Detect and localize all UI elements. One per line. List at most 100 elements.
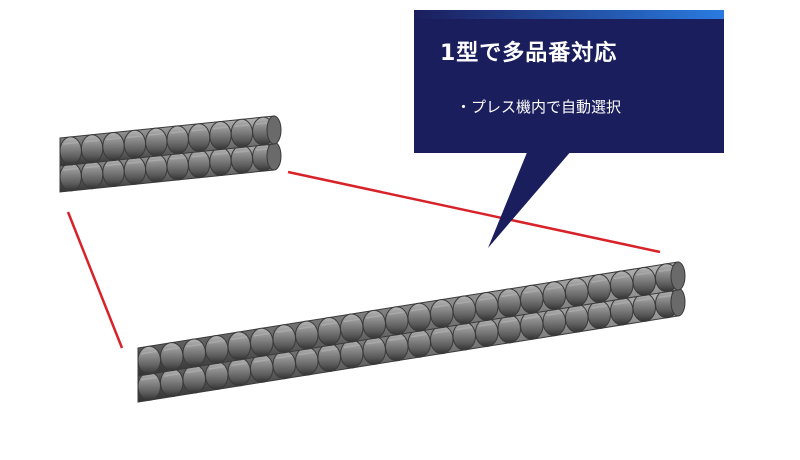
part-segment-highlight — [591, 278, 608, 283]
part-segment-highlight — [501, 293, 518, 298]
part-segment — [475, 291, 499, 321]
part-segment — [565, 277, 589, 307]
part-segment-highlight — [231, 362, 248, 367]
part-segment-highlight — [366, 314, 383, 319]
part-segment-highlight — [388, 311, 405, 316]
callout-pointer — [488, 150, 572, 248]
part-segment — [407, 302, 431, 332]
part-segment — [209, 121, 232, 150]
callout-bullet-item: ・プレス機内で自動選択 — [456, 98, 622, 116]
part-segment-highlight — [148, 132, 164, 136]
part-segment-highlight — [127, 135, 143, 139]
part-segment — [166, 125, 189, 155]
part-segment-highlight — [546, 312, 563, 317]
part-segment-highlight — [456, 300, 473, 305]
part-segment — [209, 147, 232, 176]
part-segment-highlight — [105, 137, 122, 141]
part-segment — [166, 151, 189, 181]
part-segment — [565, 303, 589, 333]
callout-title: 1型で多品番対応 — [440, 41, 618, 66]
part-segment — [250, 327, 274, 357]
part-segment — [59, 162, 82, 192]
part-end-cap — [670, 287, 686, 317]
connector-lines — [66, 170, 661, 349]
part-segment-highlight — [298, 325, 315, 330]
part-segment-highlight — [163, 372, 180, 377]
part-segment-highlight — [127, 161, 143, 165]
part-segment-highlight — [234, 150, 250, 154]
part-segment-highlight — [253, 332, 270, 337]
part-segment-highlight — [343, 318, 360, 323]
part-segment-highlight — [523, 315, 540, 320]
part-segment — [145, 127, 168, 157]
part-segment — [182, 364, 206, 394]
part-segment — [227, 331, 251, 361]
part-segment — [80, 160, 104, 190]
part-segment-highlight — [148, 158, 164, 162]
part-segment — [160, 342, 184, 372]
part-segment — [542, 281, 566, 311]
part-segment-highlight — [84, 165, 100, 169]
part-segment-highlight — [231, 336, 248, 341]
part-segment-highlight — [366, 340, 383, 345]
part-segment — [340, 313, 364, 343]
part-segment — [452, 295, 476, 325]
part-segment — [187, 123, 211, 153]
part-segment-highlight — [63, 167, 79, 171]
part-segment — [230, 118, 254, 148]
part-segment — [610, 270, 634, 300]
part-segment-highlight — [276, 329, 293, 334]
part-segment — [430, 299, 454, 329]
part-segment — [385, 306, 409, 336]
part-segment-highlight — [208, 365, 225, 370]
part-segment-highlight — [523, 289, 540, 294]
part-segment-highlight — [568, 308, 585, 313]
part-segment-highlight — [63, 141, 79, 145]
part-segment — [272, 324, 296, 354]
callout-background — [414, 10, 724, 153]
part-segment-highlight — [343, 344, 360, 349]
part-segment — [632, 266, 656, 296]
part-row-front — [137, 261, 686, 377]
part-segment — [340, 339, 364, 369]
part-segment-highlight — [613, 275, 630, 280]
part-segment — [407, 328, 431, 358]
part-segment-highlight — [636, 271, 653, 276]
part-segment — [205, 360, 229, 390]
part-segment — [317, 317, 341, 347]
part-segment-highlight — [212, 126, 229, 130]
part-segment — [362, 335, 386, 365]
part-segment — [385, 332, 409, 362]
part-segment — [187, 149, 211, 179]
part-segment-highlight — [191, 154, 207, 158]
part-segment — [497, 314, 521, 344]
part-segment-highlight — [591, 304, 608, 309]
part-segment-highlight — [501, 319, 518, 324]
part-segment — [102, 158, 125, 187]
long-part-strip — [137, 261, 686, 403]
part-segment-highlight — [186, 369, 203, 374]
part-segment — [102, 132, 125, 161]
part-segment — [182, 338, 206, 368]
part-segment-highlight — [163, 346, 180, 351]
part-segment — [610, 296, 634, 326]
part-segment — [123, 155, 147, 185]
callout-accent-bar — [414, 10, 724, 19]
part-segment — [497, 288, 521, 318]
callout-box — [414, 10, 724, 248]
part-segment — [205, 334, 229, 364]
part-segment-highlight — [170, 156, 186, 160]
part-segment — [542, 307, 566, 337]
part-segment-highlight — [546, 286, 563, 291]
part-segment-highlight — [433, 303, 450, 308]
part-segment-highlight — [105, 163, 122, 167]
part-segment — [317, 343, 341, 373]
part-segment-highlight — [298, 351, 315, 356]
part-segment-highlight — [411, 307, 428, 312]
part-segment-highlight — [636, 297, 653, 302]
part-row-back — [137, 287, 686, 403]
part-segment — [137, 371, 161, 401]
part-segment — [452, 321, 476, 351]
part-end-cap — [670, 261, 686, 291]
